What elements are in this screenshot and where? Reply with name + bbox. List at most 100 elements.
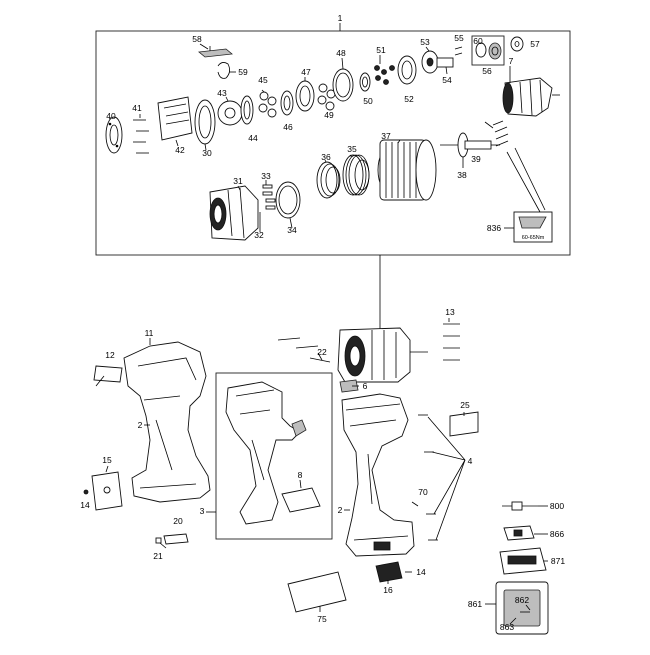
callout-12: 12 xyxy=(105,350,115,360)
part-34-washer xyxy=(275,181,301,219)
callout-45: 45 xyxy=(258,75,268,85)
callout-2-right: 2 xyxy=(338,505,343,515)
part-49-planet-gears xyxy=(317,83,336,111)
callout-49: 49 xyxy=(324,110,334,120)
callout-866: 866 xyxy=(550,529,564,539)
part-37-clutch-housing xyxy=(377,139,437,201)
part-43-washer xyxy=(217,100,243,126)
callout-60: 60 xyxy=(473,36,483,46)
callout-32: 32 xyxy=(254,230,264,240)
part-47-ring-gear xyxy=(295,80,315,112)
callout-56: 56 xyxy=(482,66,492,76)
part-75-manual xyxy=(287,571,347,613)
part-12-label xyxy=(93,365,123,383)
part-38-output-shaft xyxy=(440,132,500,168)
part-22-contacts xyxy=(277,337,331,363)
inset-frame-3 xyxy=(215,372,333,540)
part-52-ring-gear xyxy=(397,55,417,85)
part-800-bit xyxy=(502,501,538,511)
callout-34: 34 xyxy=(287,225,297,235)
part-13-screws xyxy=(443,318,460,361)
callout-25: 25 xyxy=(460,400,470,410)
part-16-belt-hook xyxy=(375,561,412,583)
callout-42: 42 xyxy=(175,145,185,155)
callout-30: 30 xyxy=(202,148,212,158)
callout-20: 20 xyxy=(173,516,183,526)
part-21-screw xyxy=(155,537,162,544)
part-39-keys xyxy=(492,120,509,147)
part-51-pins xyxy=(374,65,395,85)
part-836-torque-card: 60-65Nm xyxy=(506,147,553,243)
callout-13: 13 xyxy=(445,307,455,317)
callout-871: 871 xyxy=(551,556,565,566)
callout-11: 11 xyxy=(145,328,154,338)
part-25-label xyxy=(449,411,479,437)
part-6-switch-plate xyxy=(339,379,359,393)
callout-41: 41 xyxy=(132,103,142,113)
callout-36: 36 xyxy=(321,152,331,162)
part-30-ring-gear xyxy=(194,99,216,151)
callout-35: 35 xyxy=(347,144,357,154)
torque-label: 60-65Nm xyxy=(522,235,545,241)
callout-43: 43 xyxy=(217,88,227,98)
callout-57: 57 xyxy=(530,39,540,49)
part-866-clip xyxy=(503,525,535,541)
part-45-planet-gears xyxy=(258,91,277,118)
part-14-screw-left xyxy=(83,489,89,495)
callout-1: 1 xyxy=(338,13,343,23)
leader-lines xyxy=(95,43,548,625)
callout-51: 51 xyxy=(376,45,386,55)
part-70-screw xyxy=(411,501,419,507)
callout-7: 7 xyxy=(509,56,514,66)
part-56-60-inset xyxy=(471,35,505,66)
callout-48: 48 xyxy=(336,48,346,58)
callout-21: 21 xyxy=(153,551,163,561)
callout-53: 53 xyxy=(420,37,430,47)
callout-55: 55 xyxy=(454,33,464,43)
motor-gear-assembly xyxy=(337,327,428,383)
part-53-carrier xyxy=(421,50,439,74)
part-55-pins xyxy=(454,46,463,56)
part-36-ring xyxy=(316,161,341,199)
part-41-screws xyxy=(133,114,149,154)
callout-3: 3 xyxy=(200,506,205,516)
callout-2-left: 2 xyxy=(138,420,143,430)
callout-6: 6 xyxy=(363,381,368,391)
callout-70: 70 xyxy=(418,487,428,497)
part-15-cover xyxy=(91,471,123,511)
callout-14-right: 14 xyxy=(416,567,426,577)
part-33-pins xyxy=(262,184,276,210)
callout-33: 33 xyxy=(261,171,271,181)
callout-862: 862 xyxy=(515,595,529,605)
callout-52: 52 xyxy=(404,94,414,104)
callout-16: 16 xyxy=(383,585,393,595)
part-42-gear-housing xyxy=(157,96,193,147)
callout-800: 800 xyxy=(550,501,564,511)
callout-861: 861 xyxy=(468,599,482,609)
callout-75: 75 xyxy=(317,614,327,624)
part-46-ring xyxy=(280,90,294,116)
part-50-carrier xyxy=(359,72,371,92)
callout-labels: 1 58 59 43 45 47 48 51 53 55 60 57 56 7 … xyxy=(80,13,565,632)
part-40-plate xyxy=(105,116,123,154)
callout-38: 38 xyxy=(457,170,467,180)
part-57-washer xyxy=(510,36,524,52)
callout-46: 46 xyxy=(283,122,293,132)
part-48-washer xyxy=(332,68,354,102)
part-54-spindle xyxy=(436,57,454,75)
part-31-gearbox xyxy=(209,185,259,241)
transmission-assembly-frame xyxy=(95,23,571,380)
callout-22: 22 xyxy=(317,347,327,357)
callout-4: 4 xyxy=(468,456,473,466)
part-35-spring xyxy=(342,154,370,196)
part-44-ring xyxy=(240,95,254,125)
callout-37: 37 xyxy=(381,131,391,141)
part-59-clip xyxy=(217,62,236,79)
callout-836: 836 xyxy=(487,223,501,233)
callout-15: 15 xyxy=(102,455,112,465)
left-housing-half xyxy=(123,341,211,503)
part-20-clip xyxy=(163,533,189,545)
callout-59: 59 xyxy=(238,67,248,77)
part-58-bracket xyxy=(198,46,233,58)
callout-31: 31 xyxy=(233,176,243,186)
